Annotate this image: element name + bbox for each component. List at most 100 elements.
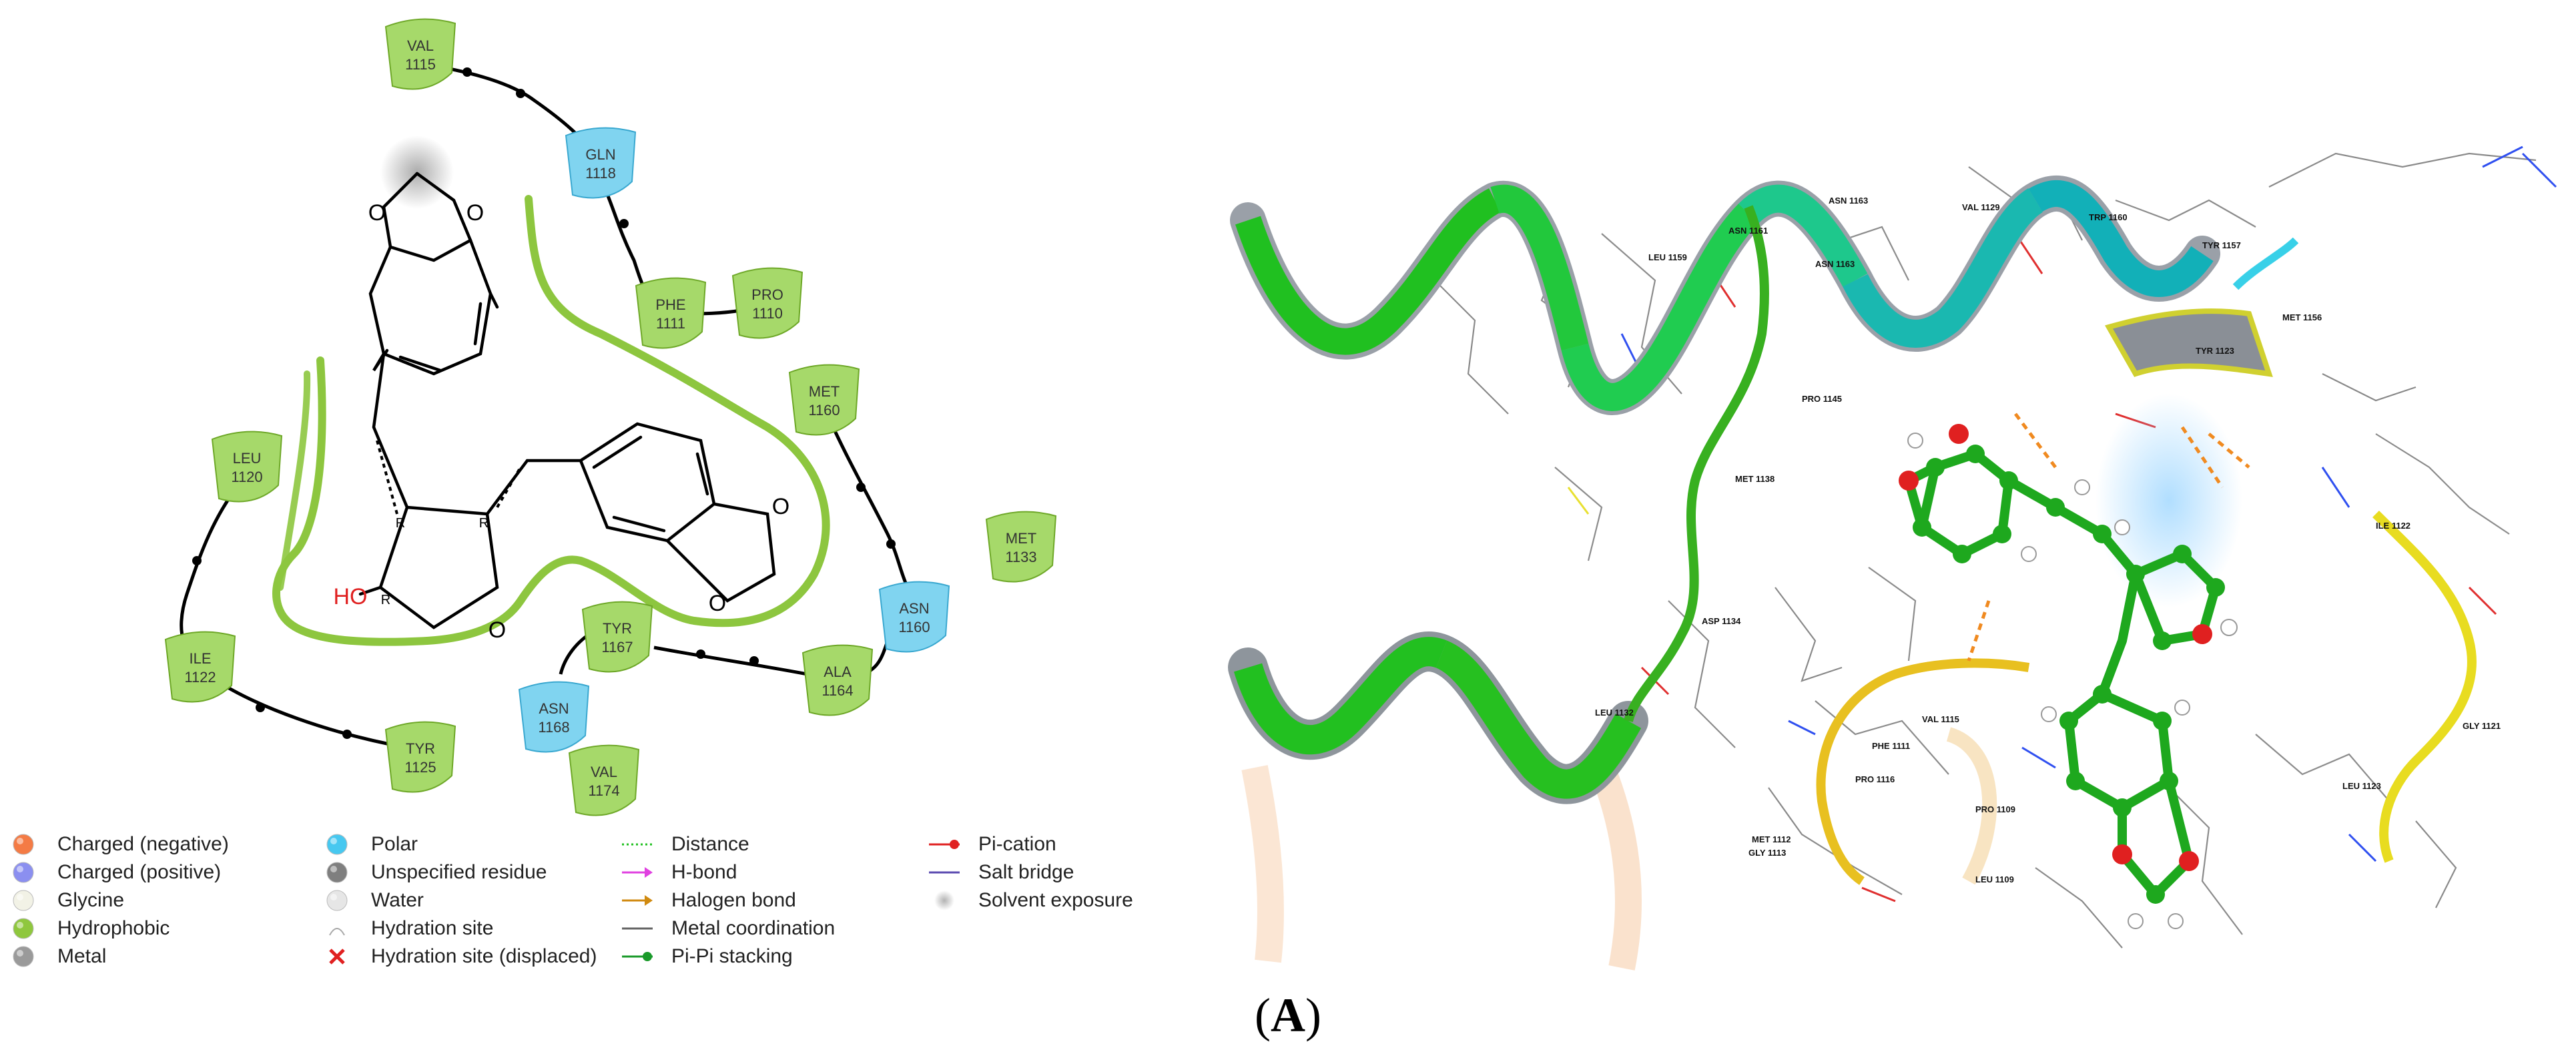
legend-label: Charged (positive) (57, 861, 222, 883)
residue-glyph: ILE 1122 (164, 631, 236, 703)
stereo-r3: R (381, 593, 390, 607)
residue-glyph: MET 1160 (788, 364, 860, 436)
residue-name: PRO (751, 286, 783, 303)
legend-label: Hydrophobic (57, 917, 170, 939)
legend-item: Water (320, 887, 424, 914)
residue-label-3d: PHE 1111 (1872, 741, 1910, 751)
legend-symbol (934, 890, 954, 910)
legend-label: Pi-cation (978, 833, 1056, 855)
legend-item: Salt bridge (928, 859, 1074, 886)
residue-number: 1122 (184, 669, 216, 686)
residue-label-3d: ASN 1163 (1815, 259, 1855, 269)
residue-name: GLN (585, 146, 615, 163)
helix-bottom (1228, 631, 1648, 804)
stereo-bonds (376, 440, 522, 515)
residue-name: ILE (189, 650, 211, 667)
legend-item: Hydration site (320, 915, 493, 942)
residue-label-3d: ILE 1122 (2376, 521, 2410, 531)
legend-item: Metal (7, 943, 106, 970)
atom-o3: O (772, 494, 789, 519)
residue-label-3d: MET 1138 (1735, 474, 1775, 484)
blue-surface (2096, 394, 2242, 607)
residue-label-3d: GLY 1121 (2463, 721, 2501, 731)
residue-label-3d: MET 1156 (2282, 312, 2322, 322)
legend-label: Pi-Pi stacking (671, 945, 793, 967)
legend-item: H-bond (621, 859, 737, 886)
legend-item: Unspecified residue (320, 859, 547, 886)
residue-label-3d: GLY 1113 (1748, 848, 1786, 858)
residue-name: ASN (539, 700, 569, 717)
legend-symbol (326, 862, 348, 883)
residue-label-3d: ASN 1163 (1829, 196, 1868, 206)
stereo-r2: R (479, 516, 489, 531)
panel-label: (A) (1255, 989, 1321, 1042)
sheet-top-right (2104, 308, 2273, 377)
legend-symbol (326, 890, 348, 911)
legend-symbol (13, 834, 34, 855)
residue-name: MET (809, 383, 840, 400)
ligand-3d-atoms (1899, 424, 2238, 929)
orange-ribbon-back (1589, 762, 1642, 971)
legend-item: Pi-cation (928, 831, 1056, 858)
legend-item: Distance (621, 831, 749, 858)
legend-item: Polar (320, 831, 418, 858)
legend-label: Polar (371, 833, 418, 855)
legend-item: Hydration site (displaced) (320, 943, 597, 970)
legend-symbol (329, 949, 345, 965)
legend-symbol (13, 862, 34, 883)
legend-label: Unspecified residue (371, 861, 547, 883)
legend-symbol (13, 918, 34, 939)
residue-name: VAL (407, 37, 434, 54)
residue-label-3d: PRO 1109 (1975, 804, 2015, 814)
legend-label: Metal (57, 945, 107, 967)
residue-glyph: GLN 1118 (565, 127, 637, 199)
legend-item: Metal coordination (621, 915, 835, 942)
loop-yellow-right (2372, 511, 2477, 863)
helix-top (1230, 176, 2220, 415)
residue-label-3d: PRO 1145 (1802, 394, 1842, 404)
residue-label-3d: ASN 1161 (1728, 226, 1768, 236)
legend-symbol (13, 946, 34, 967)
residue-number: 1118 (585, 165, 616, 182)
residue-label-3d: TYR 1123 (2196, 346, 2234, 356)
legend-symbol (622, 843, 653, 846)
legend-item: Solvent exposure (928, 887, 1133, 914)
residue-label-3d: VAL 1129 (1962, 202, 2000, 212)
residue-number: 1111 (656, 315, 685, 332)
stereo-r1: R (396, 516, 405, 531)
residue-name: VAL (591, 764, 617, 780)
legend: Charged (negative) Charged (positive) Glyc… (7, 831, 1141, 985)
hbond-dashes (1967, 413, 2250, 662)
loop-green (1624, 205, 1769, 722)
residue-number: 1168 (538, 719, 569, 736)
legend-symbol (622, 895, 653, 906)
legend-symbol (622, 867, 653, 878)
residue-label-3d: LEU 1123 (2342, 781, 2381, 791)
legend-label: Distance (671, 833, 749, 855)
loop-yellow-left (1816, 658, 2030, 885)
legend-label: Metal coordination (671, 917, 836, 939)
legend-label: Solvent exposure (978, 889, 1133, 911)
legend-symbol (13, 890, 34, 911)
residue-number: 1115 (405, 56, 436, 73)
residue-name: LEU (233, 450, 262, 467)
legend-label: Charged (negative) (57, 833, 229, 855)
legend-label: Glycine (57, 889, 125, 911)
legend-symbol (622, 952, 653, 961)
residue-name: PHE (655, 296, 685, 313)
residue-number: 1160 (808, 402, 840, 419)
legend-item: Pi-Pi stacking (621, 943, 793, 970)
atom-ho: HO (334, 584, 368, 609)
loop-cyan (2232, 237, 2299, 290)
atom-o1: O (368, 200, 386, 226)
residue-label-3d: LEU 1159 (1648, 252, 1687, 262)
residue-name: TYR (603, 620, 632, 637)
residue-name: TYR (406, 740, 435, 757)
